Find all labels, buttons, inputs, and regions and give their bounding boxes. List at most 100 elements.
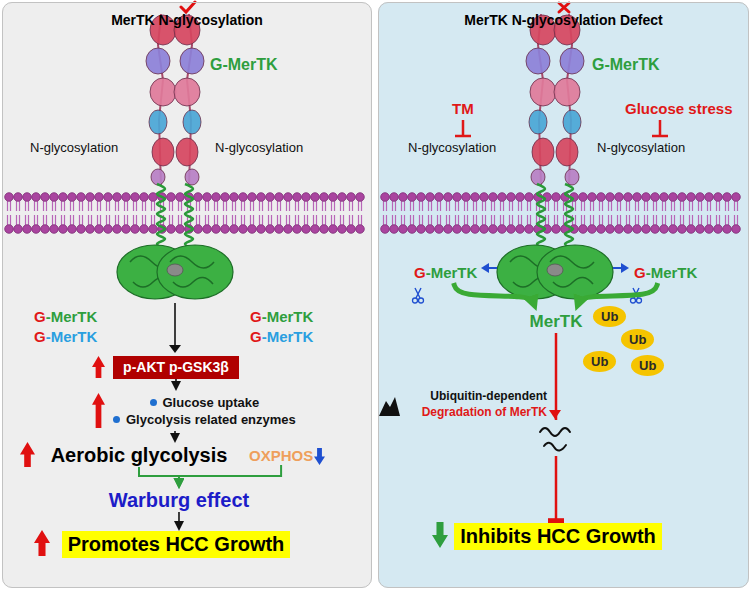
lipid-tail [134,201,137,225]
ig-domain [526,48,550,74]
lipid-tail [359,201,362,225]
panel-ground [378,2,749,588]
protein-label: G-MerTK [210,55,278,74]
ig-domain [185,169,199,185]
lipid-tail [35,201,38,225]
bullet-text: Glycolysis related enzymes [113,411,296,428]
connector [139,467,179,484]
lipid-head [615,225,624,234]
lipid-tail [420,201,423,225]
lipid-head [59,193,68,202]
lipid-head [302,225,311,234]
lipid-head [167,193,176,202]
lipid-head [266,193,275,202]
lipid-head [669,225,678,234]
lipid-head [426,225,435,234]
lipid-head [149,225,158,234]
lipid-tail [708,201,711,225]
ig-domain [530,78,556,106]
lipid-head [311,225,320,234]
protein-label: G-MerTK [411,263,480,283]
connector [174,431,176,438]
lipid-tail [429,201,432,225]
inhibitor-label: Glucose stress [625,100,733,118]
lipid-head [642,225,651,234]
lipid-head [678,193,687,202]
lipid-tail [179,201,182,225]
scissors-handle [631,298,636,303]
lipid-tail [296,201,299,225]
lipid-tail [510,201,513,225]
lipid-head [122,193,131,202]
lipid-tail [402,201,405,225]
lipid-head [462,225,471,234]
lipid-head [426,193,435,202]
lipid-head [471,225,480,234]
lipid-tail [71,201,74,225]
lipid-head [212,225,221,234]
lipid-head [77,193,86,202]
lipid-head [399,193,408,202]
lipid-head [705,225,714,234]
lipid-head [113,225,122,234]
lipid-head [579,225,588,234]
lipid-head [588,225,597,234]
ig-domain [152,138,174,166]
ground-patch [538,420,574,456]
transmembrane-helix [157,184,165,249]
ig-domain [531,169,545,185]
lipid-tail [8,201,11,225]
process-label: N-glycosylation [215,140,303,156]
lipid-head [5,193,14,202]
lipid-tail [528,201,531,225]
lipid-head [140,225,149,234]
lipid-head [660,193,669,202]
inhibition-bar [652,120,668,136]
lipid-tail [609,201,612,225]
note-label: Ubiquitin-dependent [430,389,547,404]
outcome-text: Promotes HCC Growth [68,532,285,557]
lipid-head [552,193,561,202]
bound-ligand [167,264,183,276]
panel-ground [2,2,372,588]
process-label: N-glycosylation [597,140,685,156]
lipid-head [176,193,185,202]
lipid-head [284,193,293,202]
lipid-head [687,225,696,234]
lipid-head [732,225,741,234]
lipid-tail [618,201,621,225]
lipid-tail [287,201,290,225]
lipid-head [480,193,489,202]
lipid-head [597,225,606,234]
lipid-head [32,225,41,234]
lipid-head [203,193,212,202]
lipid-tail [393,201,396,225]
lipid-head [59,225,68,234]
kinase-domain [157,245,233,299]
lipid-head [338,193,347,202]
lipid-tail [125,201,128,225]
lipid-head [230,193,239,202]
scissors-handle [637,298,642,303]
lipid-head [356,193,365,202]
lipid-head [669,193,678,202]
lipid-tail [555,201,558,225]
lipid-tail [546,201,549,225]
ig-domain [529,110,547,134]
lipid-head [50,225,59,234]
lipid-tail [251,201,254,225]
ubiquitin-oval: Ub [593,306,626,327]
lipid-tail [98,201,101,225]
lipid-head [552,225,561,234]
ig-domain [565,169,579,185]
lipid-head [293,225,302,234]
lipid-head [651,225,660,234]
lipid-tail [314,201,317,225]
ubiquitin-oval: Ub [583,351,616,372]
lipid-tail [654,201,657,225]
lipid-head [606,193,615,202]
lipid-head [453,193,462,202]
lipid-head [714,193,723,202]
lipid-head [624,225,633,234]
lipid-head [347,225,356,234]
